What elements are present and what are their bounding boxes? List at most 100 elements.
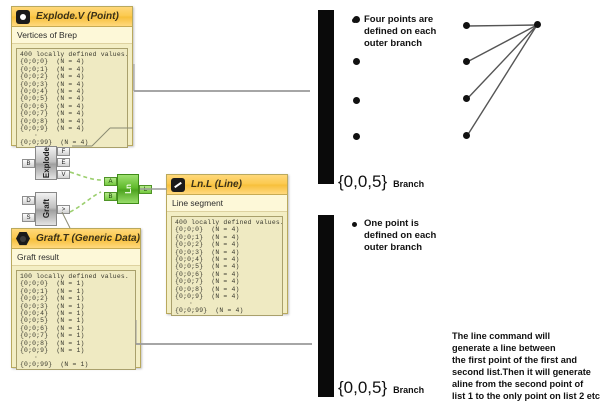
node-graft[interactable]: D S Graft > (22, 192, 70, 226)
branch-point (353, 58, 360, 65)
branch-point (353, 133, 360, 140)
node-inputs: D S (22, 192, 35, 226)
panel-subtitle: Line segment (167, 195, 287, 212)
branch-word: Branch (393, 179, 425, 189)
port-D[interactable]: D (22, 196, 35, 205)
panel-header: Graft.T (Generic Data) (12, 229, 140, 249)
value-summary: 400 locally defined values. (20, 51, 128, 58)
value-ellipsis: · (34, 132, 38, 140)
node-label: Graft (41, 199, 51, 219)
port-A[interactable]: A (104, 177, 117, 186)
convergence-point (534, 21, 541, 28)
value-row: {0;0;2} (N = 4) (175, 241, 240, 249)
generic-data-param-icon (16, 231, 30, 246)
value-row: {0;0;2} (N = 4) (20, 73, 85, 81)
branch-point (463, 132, 470, 139)
value-row: {0;0;7} (N = 4) (20, 110, 85, 118)
value-row: {0;0;1} (N = 4) (175, 233, 240, 241)
value-row: {0;0;8} (N = 4) (175, 285, 240, 293)
value-row: {0;0;7} (N = 4) (175, 278, 240, 286)
node-inputs: A B (104, 174, 117, 204)
line-param-icon (171, 177, 185, 192)
panel-subtitle: Graft result (12, 249, 140, 266)
port-B[interactable]: B (104, 192, 117, 201)
value-row-last: {0;0;99} (N = 4) (175, 307, 244, 315)
bullet-icon (352, 222, 357, 227)
value-ellipsis: · (34, 354, 38, 362)
value-row: {0;0;3} (N = 4) (175, 248, 240, 256)
value-row: {0;0;5} (N = 4) (20, 95, 85, 103)
value-row: {0;0;0} (N = 1) (20, 280, 85, 288)
branch-word: Branch (393, 385, 425, 395)
annotation-one-point: One point is defined on each outer branc… (352, 218, 472, 254)
branch-label-bottom: {0,0,5} Branch (338, 378, 424, 398)
port-B[interactable]: B (22, 158, 35, 168)
value-row: {0;0;8} (N = 1) (20, 339, 85, 347)
node-inputs: B (22, 146, 35, 180)
panel-subtitle: Vertices of Brep (12, 27, 132, 44)
annotation-text: Four points are defined on each outer br… (364, 14, 437, 49)
panel-title: Ln.L (Line) (191, 179, 242, 190)
port-S[interactable]: S (22, 213, 35, 222)
value-row-last: {0;0;99} (N = 4) (20, 139, 89, 147)
node-label: Explode (41, 147, 51, 179)
node-body[interactable]: Explode (35, 146, 57, 180)
value-row: {0;0;3} (N = 1) (20, 302, 85, 310)
value-row: {0;0;0} (N = 4) (20, 58, 85, 66)
panel-ln-l[interactable]: Ln.L (Line) Line segment 400 locally def… (166, 174, 288, 316)
panel-header: Ln.L (Line) (167, 175, 287, 195)
value-row: {0;0;9} (N = 1) (20, 347, 85, 355)
node-explode[interactable]: B Explode F E V (22, 146, 70, 180)
value-ellipsis: · (189, 300, 193, 308)
value-row: {0;0;6} (N = 4) (20, 102, 85, 110)
value-row: {0;0;0} (N = 4) (175, 226, 240, 234)
value-row: {0;0;2} (N = 1) (20, 295, 85, 303)
value-row: {0;0;8} (N = 4) (20, 117, 85, 125)
panel-explode-v[interactable]: Explode.V (Point) Vertices of Brep 400 l… (11, 6, 133, 148)
branch-point (463, 58, 470, 65)
port-out[interactable]: > (57, 204, 70, 214)
port-F[interactable]: F (57, 147, 70, 157)
panel-value-list[interactable]: 100 locally defined values. {0;0;0} (N =… (16, 270, 136, 370)
node-outputs: F E V (57, 146, 70, 180)
value-row: {0;0;1} (N = 4) (20, 65, 85, 73)
value-row: {0;0;5} (N = 4) (175, 263, 240, 271)
branch-bar-top (318, 10, 334, 184)
value-row: {0;0;4} (N = 4) (175, 256, 240, 264)
value-row: {0;0;1} (N = 1) (20, 287, 85, 295)
value-summary: 100 locally defined values. (20, 273, 129, 280)
panel-value-list[interactable]: 400 locally defined values. {0;0;0} (N =… (171, 216, 283, 316)
value-row: {0;0;6} (N = 1) (20, 324, 85, 332)
port-E[interactable]: E (57, 158, 70, 168)
node-body[interactable]: Graft (35, 192, 57, 226)
line-command-explanation: The line command will generate a line be… (452, 331, 601, 401)
node-label: Ln (123, 184, 133, 194)
annotation-text: One point is defined on each outer branc… (364, 218, 437, 253)
value-row: {0;0;6} (N = 4) (175, 270, 240, 278)
panel-graft-t[interactable]: Graft.T (Generic Data) Graft result 100 … (11, 228, 141, 370)
value-row-last: {0;0;99} (N = 1) (20, 361, 89, 369)
branch-code: {0,0,5} (338, 378, 388, 397)
node-outputs: > (57, 192, 70, 226)
branch-label-top: {0,0,5} Branch (338, 172, 424, 192)
port-L[interactable]: L (139, 184, 152, 194)
branch-point (463, 22, 470, 29)
annotation-four-points: Four points are defined on each outer br… (352, 14, 472, 50)
panel-header: Explode.V (Point) (12, 7, 132, 27)
node-line[interactable]: A B Ln L (104, 174, 152, 204)
branch-point (463, 95, 470, 102)
panel-value-list[interactable]: 400 locally defined values. {0;0;0} (N =… (16, 48, 128, 148)
value-row: {0;0;4} (N = 4) (20, 88, 85, 96)
value-row: {0;0;3} (N = 4) (20, 80, 85, 88)
branch-bar-bottom (318, 215, 334, 397)
value-row: {0;0;9} (N = 4) (175, 293, 240, 301)
node-body[interactable]: Ln (117, 174, 139, 204)
value-row: {0;0;7} (N = 1) (20, 332, 85, 340)
port-V[interactable]: V (57, 169, 70, 179)
branch-point (353, 16, 360, 23)
value-row: {0;0;5} (N = 1) (20, 317, 85, 325)
panel-title: Graft.T (Generic Data) (36, 233, 140, 244)
value-row: {0;0;4} (N = 1) (20, 310, 85, 318)
value-summary: 400 locally defined values. (175, 219, 283, 226)
branch-point (353, 97, 360, 104)
